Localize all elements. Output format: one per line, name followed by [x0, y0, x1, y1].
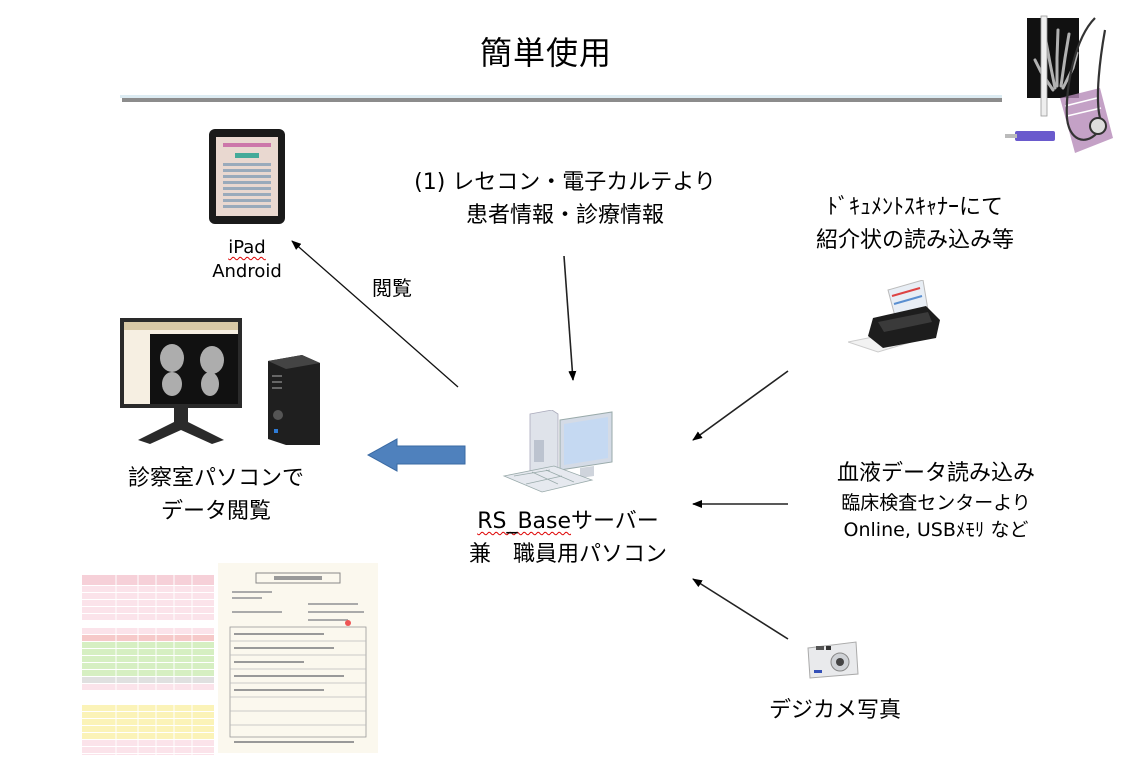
tablet-label: iPad Android — [205, 236, 289, 284]
lab-sheet-row — [82, 726, 214, 732]
lab-sheet-row — [82, 719, 214, 725]
lab-sheet-row — [82, 586, 214, 592]
arrow-camera-to-server — [692, 578, 789, 640]
lab-sheet-row — [82, 670, 214, 676]
server-label-line2: 兼 職員用パソコン — [468, 542, 667, 567]
lab-sheet-row — [82, 705, 214, 711]
lab-sheet-row — [82, 607, 214, 613]
exam-room-line1: 診察室パソコンで — [127, 466, 304, 491]
title-rule-dark — [122, 98, 1002, 102]
tablet-label-ipad: iPad — [228, 237, 266, 258]
server-label-suffix: サーバー — [571, 509, 659, 534]
tablet-icon — [209, 129, 285, 224]
server-label: RS_Baseサーバー 兼 職員用パソコン — [444, 505, 692, 571]
block-arrow-server-to-exam-room — [366, 438, 466, 472]
camera-label: デジカメ写真 — [768, 698, 901, 723]
lab-sheet-row — [82, 747, 214, 753]
tablet-label-android: Android — [212, 261, 282, 282]
lab-sheet-row — [82, 649, 214, 655]
desktop-computer-icon — [500, 409, 640, 500]
page-title: 簡単使用 — [480, 34, 613, 72]
scanner-line2: 紹介状の読み込み等 — [815, 228, 1014, 253]
lab-sheet-row — [82, 677, 214, 683]
lab-sheet-row — [82, 712, 214, 718]
blood-data-line2: Online, USBﾒﾓﾘ など — [843, 519, 1029, 541]
lab-sheet-row — [82, 635, 214, 641]
lab-sheet-row — [82, 628, 214, 634]
lab-sheet-row — [82, 684, 214, 690]
exam-room-line2: データ閲覧 — [160, 499, 271, 524]
arrow-server-to-tablet — [291, 240, 459, 388]
blood-data-title: 血液データ読み込み — [836, 461, 1035, 486]
scanner-line1: ﾄﾞｷｭﾒﾝﾄｽｷｬﾅｰにて — [826, 195, 1003, 220]
lab-sheet-row — [82, 691, 214, 697]
emr-source-line2: 患者情報・診療情報 — [465, 203, 664, 228]
lab-sheet-header — [82, 575, 214, 585]
title-rule-light — [120, 95, 1002, 98]
lab-sheet-row — [82, 642, 214, 648]
emr-source-label: (1) レセコン・電子カルテより 患者情報・診療情報 — [390, 166, 740, 232]
blood-data-line1: 臨床検査センターより — [841, 492, 1031, 514]
lab-sheet-row — [82, 656, 214, 662]
xray-stethoscope-collage-icon — [1005, 8, 1115, 153]
arrow-scanner-to-server — [692, 370, 789, 441]
document-scanner-icon — [846, 279, 948, 355]
blood-data-label: 血液データ読み込み 臨床検査センターより Online, USBﾒﾓﾘ など — [800, 458, 1072, 544]
lab-sheet-row — [82, 621, 214, 627]
browse-edge-label: 閲覧 — [372, 276, 412, 300]
digital-camera-icon — [806, 640, 860, 680]
emr-source-line1: (1) レセコン・電子カルテより — [414, 170, 716, 195]
lab-sheet-row — [82, 614, 214, 620]
lab-sheet-row — [82, 733, 214, 739]
lab-sheet-row — [82, 593, 214, 599]
scanner-label: ﾄﾞｷｭﾒﾝﾄｽｷｬﾅｰにて 紹介状の読み込み等 — [780, 191, 1050, 257]
monitor-and-tower-icon — [120, 318, 242, 448]
lab-sheet-row — [82, 740, 214, 746]
lab-results-table-icon — [82, 575, 214, 761]
arrow-emr-to-server — [563, 255, 577, 381]
tower-pc-icon — [268, 355, 320, 445]
referral-letter-document-icon — [218, 563, 378, 753]
lab-sheet-row — [82, 600, 214, 606]
exam-room-pc-label: 診察室パソコンで データ閲覧 — [96, 462, 336, 528]
lab-sheet-row — [82, 663, 214, 669]
lab-sheet-row — [82, 698, 214, 704]
server-label-name: RS_Base — [477, 509, 572, 534]
